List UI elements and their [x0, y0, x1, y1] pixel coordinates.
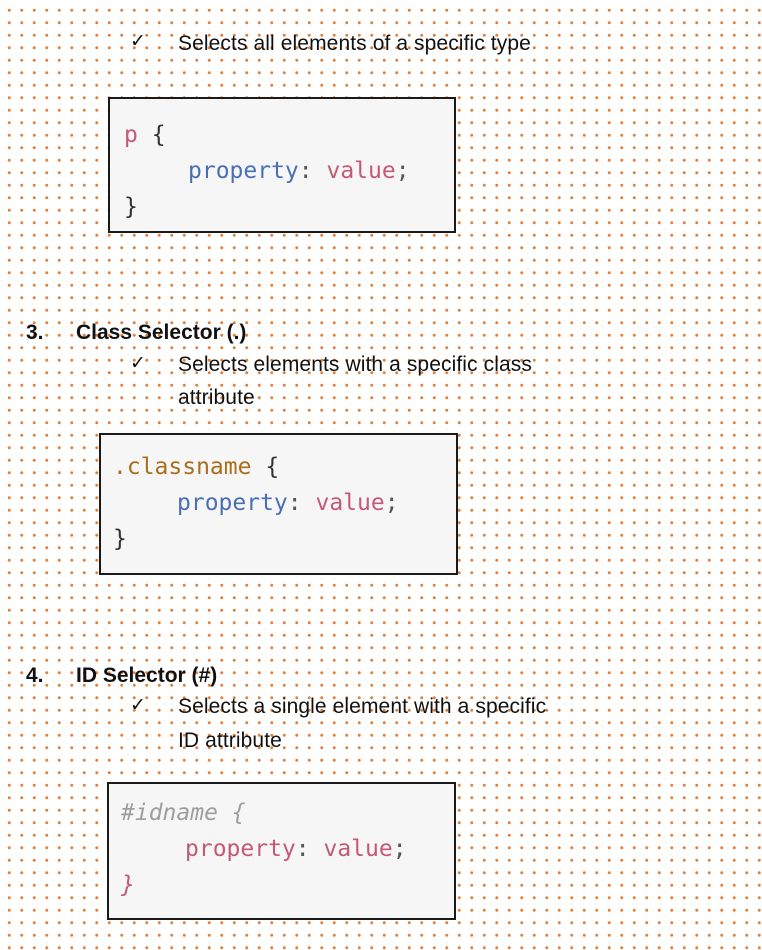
code-semicolon: ; [395, 158, 410, 184]
code-open-brace: { [251, 454, 280, 480]
id-selector-code-block: #idname { property: value; } [107, 782, 456, 920]
section-number-4: 4. [26, 664, 44, 687]
code-open-brace: { [217, 800, 246, 826]
code-open-brace: { [137, 122, 166, 148]
code-line-2: property: value; [177, 485, 399, 521]
code-semicolon: ; [384, 490, 399, 516]
code-property: property [185, 836, 296, 862]
code-selector: .classname [113, 454, 252, 480]
id-selector-description-line1: Selects a single element with a specific [178, 695, 547, 718]
code-colon: : [287, 490, 316, 516]
type-selector-description: Selects all elements of a specific type [178, 32, 531, 55]
code-line-1: #idname { [121, 795, 246, 831]
section-number-3: 3. [26, 321, 44, 344]
code-property: property [188, 158, 299, 184]
code-value: value [323, 836, 393, 862]
code-line-3: } [121, 867, 135, 903]
code-semicolon: ; [392, 836, 407, 862]
code-close-brace: } [124, 194, 138, 220]
code-colon: : [298, 158, 327, 184]
code-close-brace: } [121, 872, 135, 898]
class-selector-description-line1: Selects elements with a specific class [178, 353, 532, 376]
code-value: value [326, 158, 396, 184]
class-selector-description-line2: attribute [178, 386, 255, 409]
code-colon: : [295, 836, 324, 862]
code-line-2: property: value; [185, 831, 407, 867]
code-close-brace: } [113, 526, 127, 552]
code-line-1: .classname { [113, 449, 279, 485]
code-selector: p [124, 122, 138, 148]
code-line-3: } [113, 521, 127, 557]
code-value: value [315, 490, 385, 516]
checkmark-icon: ✓ [130, 694, 146, 716]
code-line-2: property: value; [188, 153, 410, 189]
code-property: property [177, 490, 288, 516]
code-line-3: } [124, 189, 138, 225]
type-selector-code-block: p { property: value; } [108, 97, 456, 233]
id-selector-description-line2: ID attribute [178, 729, 282, 752]
id-selector-heading: ID Selector (#) [76, 664, 218, 687]
checkmark-icon: ✓ [130, 30, 146, 52]
checkmark-icon: ✓ [130, 352, 146, 374]
code-selector: #idname [121, 800, 218, 826]
class-selector-code-block: .classname { property: value; } [99, 433, 458, 575]
code-line-1: p { [124, 117, 166, 153]
class-selector-heading: Class Selector (.) [76, 321, 247, 344]
